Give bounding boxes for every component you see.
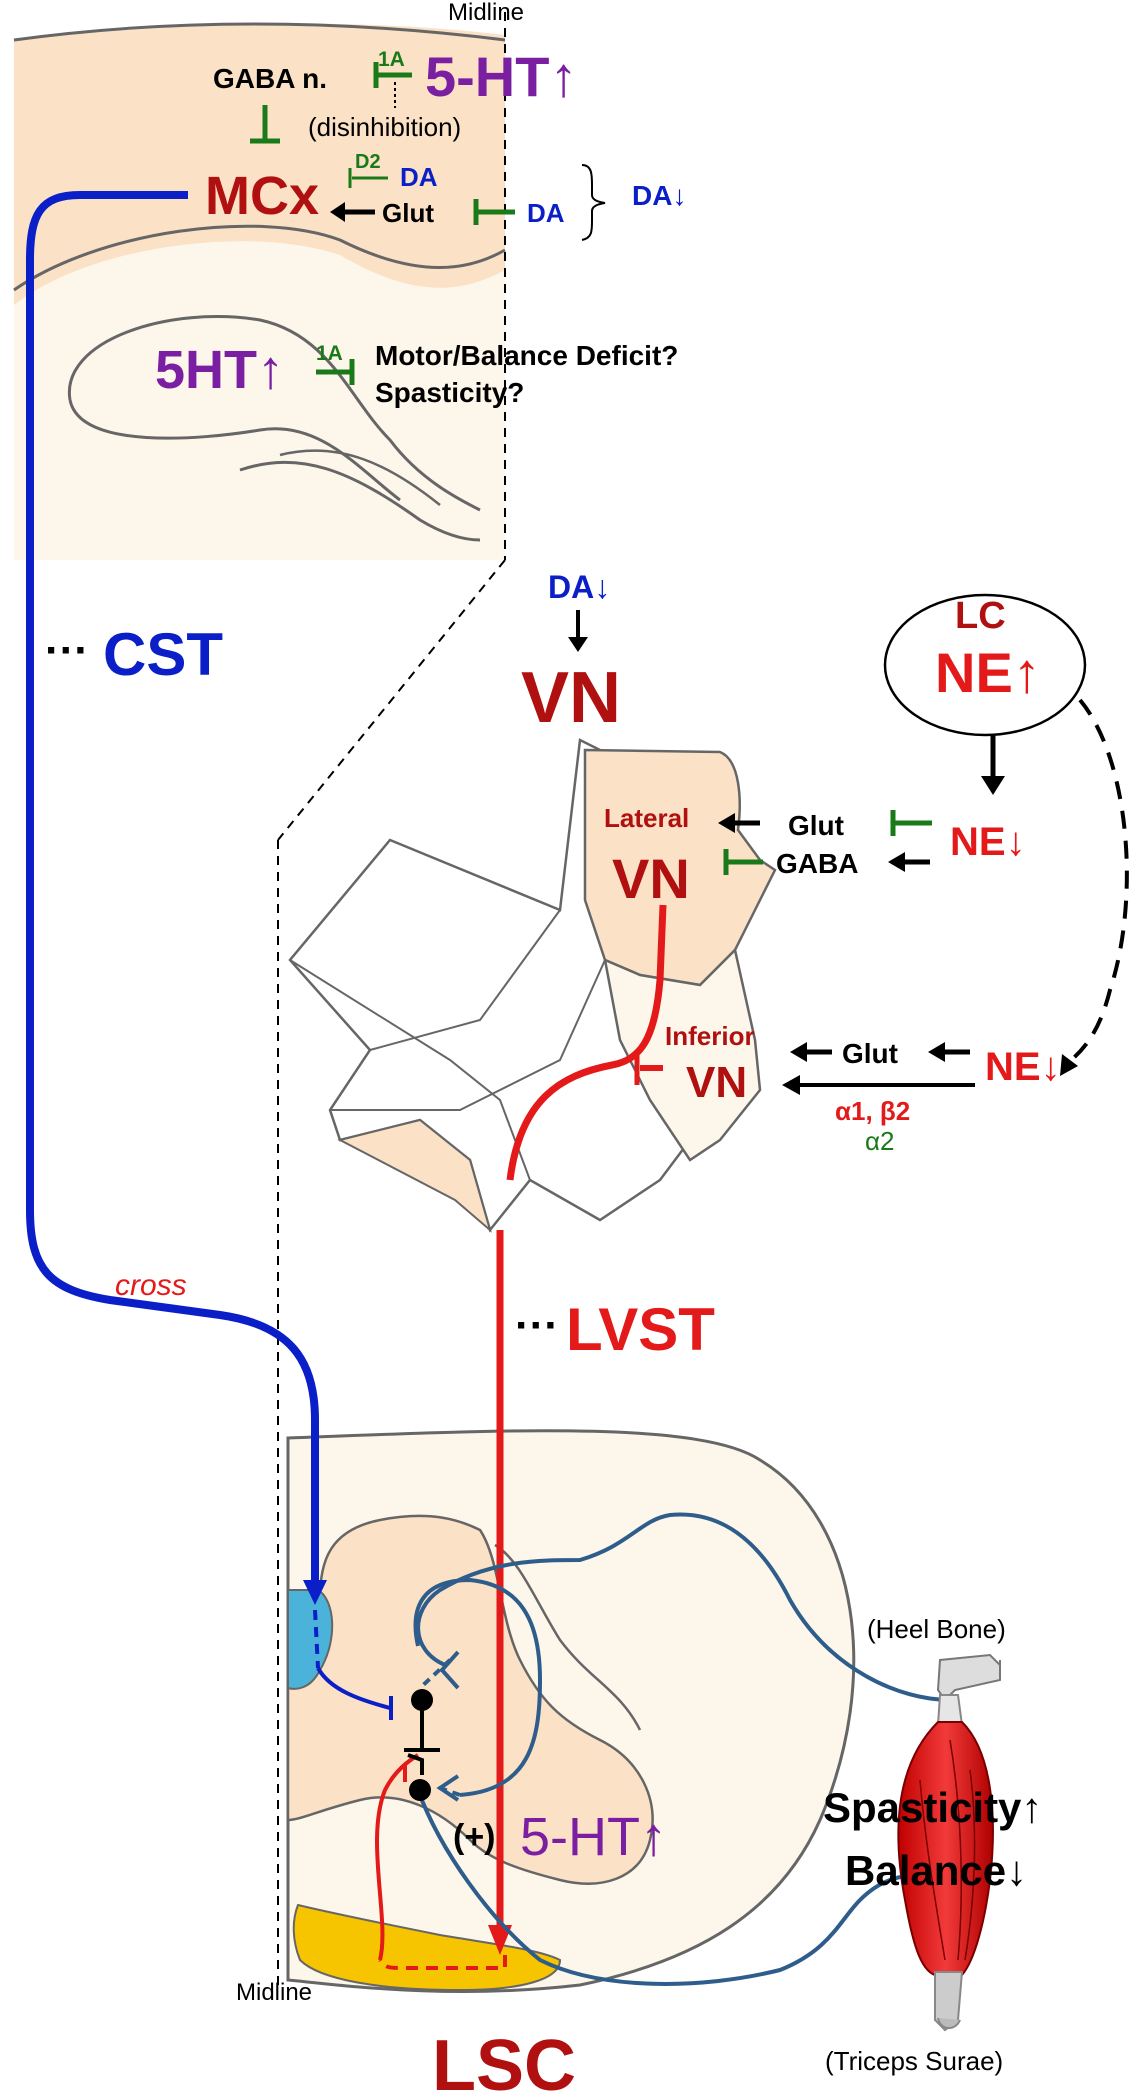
- cortex-lower-boundary: [13, 224, 506, 292]
- inferior-vn-label: VN: [686, 1058, 747, 1107]
- efferent-nerve: [416, 1789, 921, 1986]
- cross-label: cross: [115, 1269, 187, 1302]
- lc-ellipse: [883, 593, 1087, 737]
- cst-tract-line: [26, 191, 319, 1590]
- da-down-vn-label: DA↓: [548, 569, 610, 605]
- balance-down-label: Balance↓: [845, 1847, 1027, 1894]
- peripheral-nerves: [413, 1512, 951, 1986]
- ne-up-label: NE↑: [935, 641, 1041, 704]
- lvst-arrowhead: [488, 1925, 512, 1955]
- lvst-label: LVST: [566, 1296, 715, 1363]
- inferior-label: Inferior: [665, 1021, 755, 1051]
- 5ht-hippocampus-label: 5HT↑: [155, 340, 284, 400]
- glut-mcx-label: Glut: [382, 198, 434, 228]
- glut-inferior-label: Glut: [842, 1038, 898, 1069]
- cst-dots: ···: [45, 626, 89, 675]
- mcx-label: MCx: [205, 166, 319, 226]
- cst-pathway: [26, 191, 393, 1720]
- da-label-2: DA: [527, 198, 565, 228]
- cst-arrowhead: [303, 1580, 327, 1605]
- nerve-chevron-2: [436, 1774, 460, 1802]
- da-label-1: DA: [400, 162, 438, 192]
- tendon-top: [936, 1694, 964, 1726]
- cortex-outer-boundary: [13, 22, 506, 42]
- heel-bone: [936, 1653, 1001, 1702]
- cst-label: CST: [103, 621, 223, 688]
- glut-lateral-label: Glut: [788, 810, 844, 841]
- vn-big-label: VN: [521, 658, 621, 738]
- lc-label: LC: [955, 595, 1006, 637]
- 5ht-bottom-label: 5-HT↑: [520, 1807, 667, 1867]
- hippocampus-curve-2: [68, 399, 401, 502]
- midline-bottom-label: Midline: [236, 1979, 312, 2006]
- lvst-lateral-fiber: [506, 904, 667, 1181]
- heel-bone-label: (Heel Bone): [867, 1614, 1006, 1644]
- spinal-grey-inner: [494, 1543, 642, 1731]
- lvst-pathway: [375, 904, 667, 1970]
- hippocampus-curve-3: [239, 460, 481, 542]
- deficit-label-line2: Spasticity?: [375, 377, 524, 408]
- deficit-label-line1: Motor/Balance Deficit?: [375, 340, 678, 371]
- ne-down-label-2: NE↓: [985, 1045, 1061, 1089]
- alpha1-beta2-label: α1, β2: [835, 1096, 910, 1126]
- lateral-vn-label: VN: [612, 847, 690, 910]
- triceps-surae-muscle: [897, 1653, 1001, 2032]
- lsc-label: LSC: [432, 2026, 576, 2100]
- receptor-1a-hippo-label: 1A: [316, 342, 343, 365]
- receptor-1a-top-label: 1A: [378, 48, 405, 71]
- ne-down-label-1: NE↓: [950, 820, 1026, 864]
- midline-top-label: Midline: [448, 0, 524, 26]
- midline-dashes: [277, 12, 506, 1990]
- cortex-section: [13, 22, 506, 561]
- hippocampus-outer: [14, 241, 505, 560]
- brainstem-inner-line-2: [369, 909, 561, 1051]
- brainstem-section: [288, 738, 777, 1233]
- triceps-surae-label: (Triceps Surae): [825, 2046, 1003, 2076]
- brainstem-inner-line-1: [289, 959, 531, 1181]
- cst-terminal: [316, 1666, 391, 1710]
- ne-dashed-path: [1063, 698, 1129, 1067]
- d2-receptor-label: D2: [355, 151, 381, 173]
- gaba-lateral-label: GABA: [776, 848, 858, 879]
- brainstem-lower-tissue: [337, 1118, 492, 1233]
- hippocampus-curve-1: [67, 315, 481, 512]
- lvst-dots: ···: [515, 1301, 559, 1350]
- afferent-nerve-2: [413, 1577, 543, 1797]
- lvst-motor-branch: [375, 1753, 420, 1961]
- plus-sign-label: (+): [453, 1818, 496, 1856]
- labels: Midline GABA n. 1A 5-HT↑ (disinhibition)…: [45, 0, 1061, 2100]
- da-down-right-label: DA↓: [632, 180, 686, 211]
- 5ht-top-label: 5-HT↑: [425, 45, 577, 108]
- lateral-label: Lateral: [604, 803, 689, 833]
- inferior-vn-region: [603, 947, 762, 1162]
- cst-dashed-continuation: [313, 1609, 320, 1669]
- disinhibition-label: (disinhibition): [308, 112, 461, 142]
- gaba-neuron-label: GABA n.: [213, 63, 327, 94]
- afferent-nerve-1: [416, 1512, 951, 1702]
- spinal-cord-section: [286, 1429, 856, 1993]
- interneurons: [404, 1689, 440, 1801]
- arrows: [250, 62, 1005, 1095]
- alpha2-label: α2: [865, 1126, 895, 1156]
- interneuron-2: [409, 1779, 431, 1801]
- nerve-chevron-1: [439, 1650, 460, 1690]
- spasticity-up-label: Spasticity↑: [823, 1784, 1042, 1831]
- hippocampus-curve-4: [279, 449, 441, 506]
- brainstem-inner-line-3: [330, 959, 606, 1111]
- lvst-dashed-ventral: [378, 1955, 507, 1970]
- spinal-grey-matter: [286, 1514, 654, 1885]
- ne-dashed-arrowhead: [1060, 1054, 1078, 1076]
